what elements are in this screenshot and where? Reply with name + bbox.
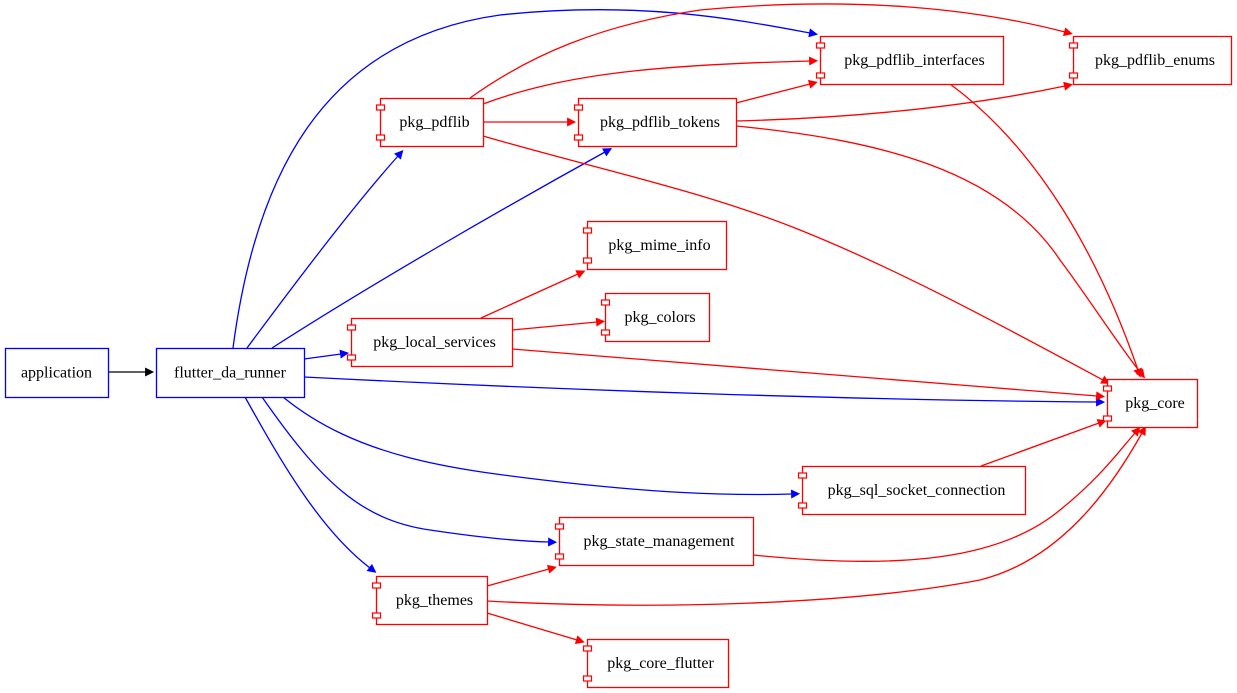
node-application[interactable]: application — [4, 347, 110, 399]
edge-pkg_themes-to-pkg_core_flutter — [486, 612, 585, 645]
node-pkg_local_services[interactable]: pkg_local_services — [346, 317, 514, 368]
node-label: flutter_da_runner — [174, 365, 287, 382]
node-box — [350, 317, 514, 368]
node-box — [586, 638, 730, 689]
component-tab-icon — [600, 299, 611, 306]
component-tab-icon — [346, 354, 357, 361]
edge-flutter_da_runner-to-pkg_core — [303, 376, 1106, 407]
node-box — [155, 347, 306, 399]
node-label: pkg_pdflib_enums — [1095, 52, 1215, 69]
node-pkg_pdflib_interfaces[interactable]: pkg_pdflib_interfaces — [815, 35, 1005, 86]
component-tab-icon — [600, 329, 611, 336]
edge-pkg_pdflib_tokens-to-pkg_core — [735, 125, 1145, 379]
edge-flutter_da_runner-to-pkg_state_management — [261, 396, 558, 547]
node-flutter_da_runner[interactable]: flutter_da_runner — [155, 347, 306, 399]
node-box — [4, 347, 110, 399]
component-tab-icon — [371, 612, 382, 619]
edge-pkg_pdflib_tokens-to-pkg_pdflib_enums — [735, 81, 1073, 122]
edge-pkg_local_services-to-pkg_colors — [511, 317, 606, 331]
node-box — [819, 35, 1005, 86]
node-pkg_themes[interactable]: pkg_themes — [371, 575, 489, 626]
node-box — [375, 575, 489, 626]
edge-pkg_state_management-to-pkg_core — [752, 426, 1141, 563]
node-pkg_core_flutter[interactable]: pkg_core_flutter — [582, 638, 730, 689]
component-tab-icon — [582, 227, 593, 234]
edge-pkg_pdflib-to-pkg_pdflib_interfaces — [482, 56, 819, 105]
edge-flutter_da_runner-to-pkg_local_services — [303, 349, 350, 360]
node-label: pkg_core_flutter — [607, 655, 714, 672]
component-tab-icon — [1068, 42, 1079, 49]
node-pkg_pdflib_tokens[interactable]: pkg_pdflib_tokens — [573, 97, 738, 148]
edge-pkg_pdflib-to-pkg_pdflib_enums — [469, 3, 1073, 99]
node-box — [1072, 35, 1233, 86]
node-box — [558, 516, 755, 567]
node-pkg_sql_socket_connection[interactable]: pkg_sql_socket_connection — [797, 465, 1027, 516]
node-pkg_pdflib[interactable]: pkg_pdflib — [375, 97, 485, 148]
node-label: pkg_mime_info — [608, 237, 710, 254]
node-pkg_colors[interactable]: pkg_colors — [600, 292, 711, 343]
node-box — [379, 97, 485, 148]
edge-pkg_themes-to-pkg_core — [486, 425, 1146, 606]
component-tab-icon — [1102, 415, 1113, 422]
node-label: pkg_core — [1125, 395, 1185, 412]
edge-flutter_da_runner-to-pkg_sql_socket_connection — [282, 396, 801, 499]
component-tab-icon — [582, 675, 593, 682]
component-tab-icon — [554, 553, 565, 560]
component-tab-icon — [554, 523, 565, 530]
edges-layer — [108, 3, 1146, 645]
node-label: pkg_local_services — [373, 334, 496, 351]
node-label: application — [21, 365, 92, 382]
node-box — [577, 97, 738, 148]
node-label: pkg_sql_socket_connection — [828, 482, 1006, 499]
component-tab-icon — [371, 582, 382, 589]
edge-flutter_da_runner-to-pkg_pdflib — [246, 149, 404, 349]
edge-pkg_local_services-to-pkg_mime_info — [480, 270, 586, 319]
node-box — [1106, 378, 1199, 429]
component-tab-icon — [346, 324, 357, 331]
edge-pkg_local_services-to-pkg_core — [511, 348, 1106, 401]
edge-flutter_da_runner-to-pkg_themes — [244, 396, 377, 573]
node-pkg_pdflib_enums[interactable]: pkg_pdflib_enums — [1068, 35, 1233, 86]
node-box — [604, 292, 711, 343]
node-label: pkg_pdflib_interfaces — [844, 52, 984, 69]
component-tab-icon — [573, 134, 584, 141]
edge-flutter_da_runner-to-pkg_pdflib_interfaces — [232, 9, 818, 349]
node-pkg_state_management[interactable]: pkg_state_management — [554, 516, 755, 567]
node-box — [801, 465, 1027, 516]
component-tab-icon — [797, 502, 808, 509]
edge-pkg_pdflib_tokens-to-pkg_pdflib_interfaces — [735, 79, 818, 104]
component-tab-icon — [375, 104, 386, 111]
node-label: pkg_themes — [396, 592, 473, 609]
node-label: pkg_state_management — [583, 533, 735, 550]
component-tab-icon — [815, 72, 826, 79]
edge-pkg_pdflib-to-pkg_core — [482, 135, 1111, 384]
edge-pkg_sql_socket_connection-to-pkg_core — [980, 419, 1107, 467]
node-pkg_core[interactable]: pkg_core — [1102, 378, 1199, 429]
component-tab-icon — [375, 134, 386, 141]
component-tab-icon — [1068, 72, 1079, 79]
component-tab-icon — [815, 42, 826, 49]
node-label: pkg_colors — [624, 309, 695, 326]
edge-pkg_pdflib_interfaces-to-pkg_core — [949, 83, 1142, 378]
component-tab-icon — [582, 257, 593, 264]
node-label: pkg_pdflib — [399, 114, 469, 131]
node-box — [586, 220, 728, 271]
component-tab-icon — [582, 645, 593, 652]
edge-flutter_da_runner-to-pkg_pdflib_tokens — [271, 148, 613, 349]
component-tab-icon — [797, 472, 808, 479]
component-tab-icon — [573, 104, 584, 111]
node-label: pkg_pdflib_tokens — [600, 114, 720, 131]
node-pkg_mime_info[interactable]: pkg_mime_info — [582, 220, 728, 271]
edge-pkg_themes-to-pkg_state_management — [486, 564, 557, 587]
component-tab-icon — [1102, 385, 1113, 392]
